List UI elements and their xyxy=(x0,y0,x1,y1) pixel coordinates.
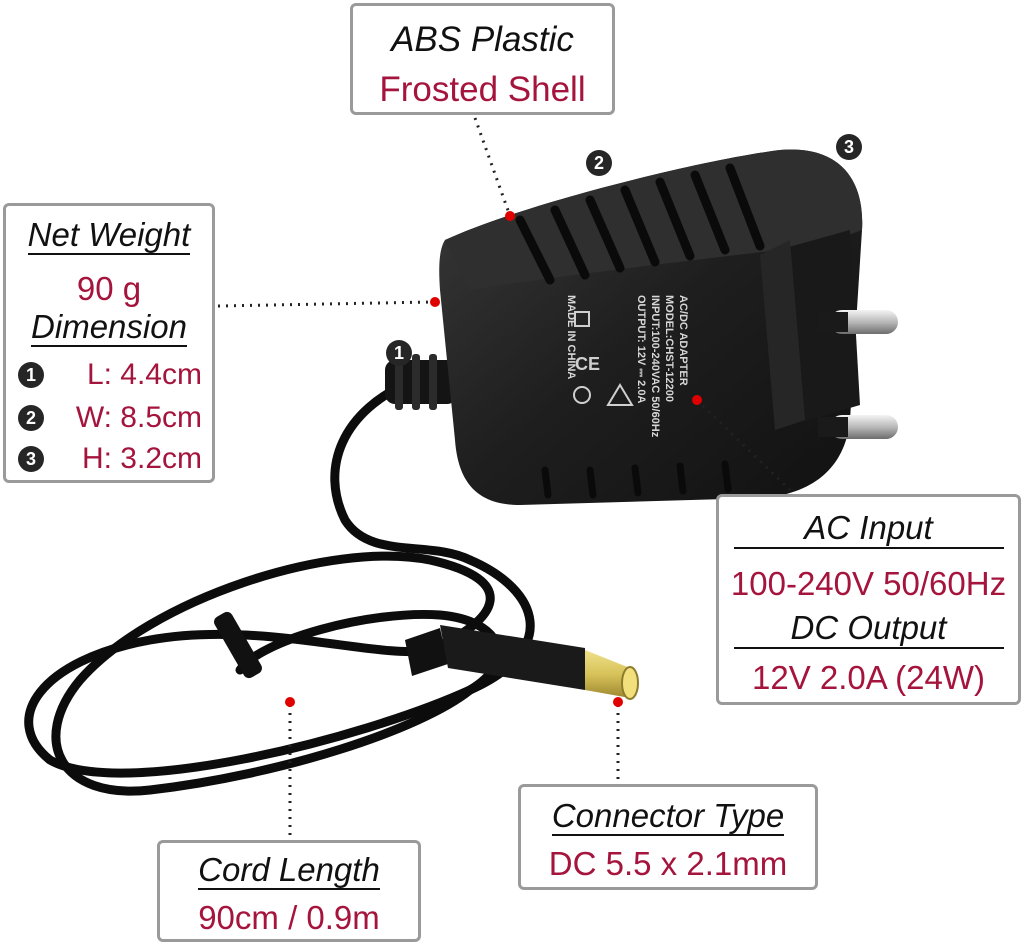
dimension-marker-3: 3 xyxy=(18,446,44,472)
dimension-row-width: 2 W: 8.5cm xyxy=(18,401,202,435)
marker-3: 3 xyxy=(836,134,862,160)
wall-plug xyxy=(760,230,898,439)
dimension-height: H: 3.2cm xyxy=(81,442,202,475)
cord-callout: Cord Length 90cm / 0.9m xyxy=(157,840,421,942)
cord-title: Cord Length xyxy=(198,851,380,890)
pointer-dot-connector xyxy=(613,697,623,707)
dimension-marker-2: 2 xyxy=(18,405,44,431)
connector-value: DC 5.5 x 2.1mm xyxy=(548,845,788,882)
label-line-2: MODEL:CHST-12200 xyxy=(663,295,675,402)
pointer-dot-cord xyxy=(285,697,295,707)
pointer-dot-material xyxy=(505,211,515,221)
pointer-dot-weight xyxy=(430,297,440,307)
strain-relief xyxy=(385,354,457,410)
material-value: Frosted Shell xyxy=(379,70,586,109)
power-callout: AC Input 100-240V 50/60Hz DC Output 12V … xyxy=(716,494,1021,705)
cable-tie xyxy=(214,611,262,679)
adapter-body: AC/DC ADAPTER MODEL:CHST-12200 INPUT:100… xyxy=(439,149,863,505)
dimension-row-height: 3 H: 3.2cm xyxy=(18,442,202,476)
pointer-dot-power xyxy=(692,395,702,405)
dimension-length: L: 4.4cm xyxy=(86,358,202,391)
dimension-marker-1: 1 xyxy=(18,362,44,388)
material-title: ABS Plastic xyxy=(391,20,574,59)
label-line-1: AC/DC ADAPTER xyxy=(677,295,689,386)
input-value: 100-240V 50/60Hz xyxy=(730,565,1007,602)
cord-value: 90cm / 0.9m xyxy=(198,899,380,936)
output-title: DC Output xyxy=(733,609,1004,649)
dimension-row-length: 1 L: 4.4cm xyxy=(18,358,202,392)
label-line-3: INPUT:100-240VAC 50/60Hz xyxy=(649,295,661,438)
input-title: AC Input xyxy=(733,509,1004,549)
label-line-4: OUTPUT: 12V ⎓ 2.0A xyxy=(635,295,647,403)
output-value: 12V 2.0A (24W) xyxy=(752,659,985,696)
connector-callout: Connector Type DC 5.5 x 2.1mm xyxy=(518,784,818,890)
marker-2: 2 xyxy=(586,150,612,176)
dc-plug xyxy=(405,625,639,700)
weight-callout: Net Weight 90 g Dimension 1 L: 4.4cm 2 W… xyxy=(3,203,215,483)
connector-title: Connector Type xyxy=(551,797,785,836)
dimension-title: Dimension xyxy=(31,308,187,347)
svg-text:CE: CE xyxy=(575,354,600,374)
weight-title: Net Weight xyxy=(27,216,191,255)
weight-value: 90 g xyxy=(76,270,142,307)
marker-1: 1 xyxy=(386,340,412,366)
material-callout: ABS Plastic Frosted Shell xyxy=(350,3,615,115)
dimension-width: W: 8.5cm xyxy=(75,401,202,434)
